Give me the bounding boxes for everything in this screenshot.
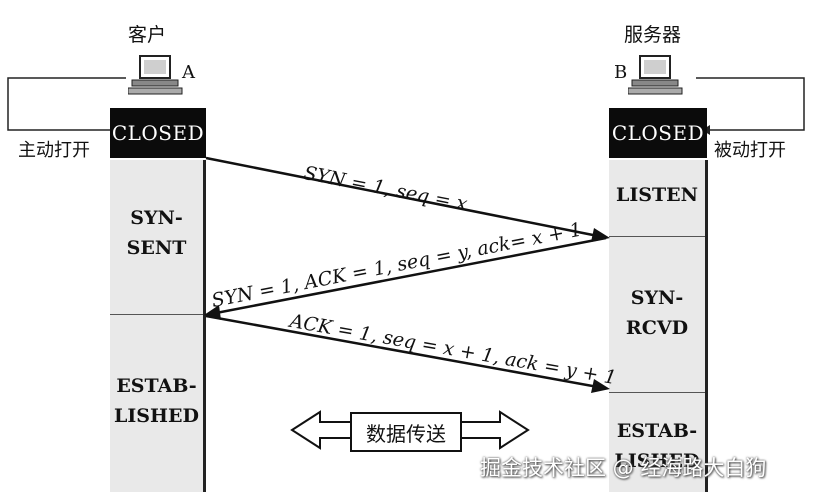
client-divider: [110, 314, 203, 315]
server-state-syn-rcvd: SYN-RCVD: [625, 287, 689, 339]
client-state-syn-sent: SYN-SENT: [126, 207, 187, 259]
client-active-open-label: 主动打开: [18, 140, 90, 161]
server-computer-icon: [628, 55, 683, 95]
watermark: 掘金技术社区 @ 经海路大白狗: [480, 456, 767, 480]
client-computer-icon: [128, 55, 183, 95]
client-state-established: ESTAB-LISHED: [114, 375, 199, 427]
server-divider-1: [609, 236, 705, 237]
server-passive-open-label: 被动打开: [714, 140, 786, 161]
syn-arrow: [205, 156, 599, 238]
client-closed-state: CLOSED: [110, 108, 206, 158]
server-divider-2: [609, 392, 705, 393]
data-transfer-box: 数据传送: [350, 412, 462, 452]
server-letter: B: [614, 62, 628, 83]
server-label: 服务器: [624, 24, 682, 46]
server-timeline: [609, 160, 708, 492]
client-letter: A: [182, 62, 195, 83]
client-timeline: [110, 160, 206, 492]
server-state-listen: LISTEN: [616, 184, 698, 206]
client-label: 客户: [128, 24, 167, 46]
server-closed-state: CLOSED: [609, 108, 707, 158]
server-state-established: ESTAB-LISHED: [614, 420, 700, 472]
ack-arrow: [205, 314, 599, 389]
syn-ack-arrow: [215, 236, 607, 315]
ack-arrowhead: [591, 379, 610, 393]
